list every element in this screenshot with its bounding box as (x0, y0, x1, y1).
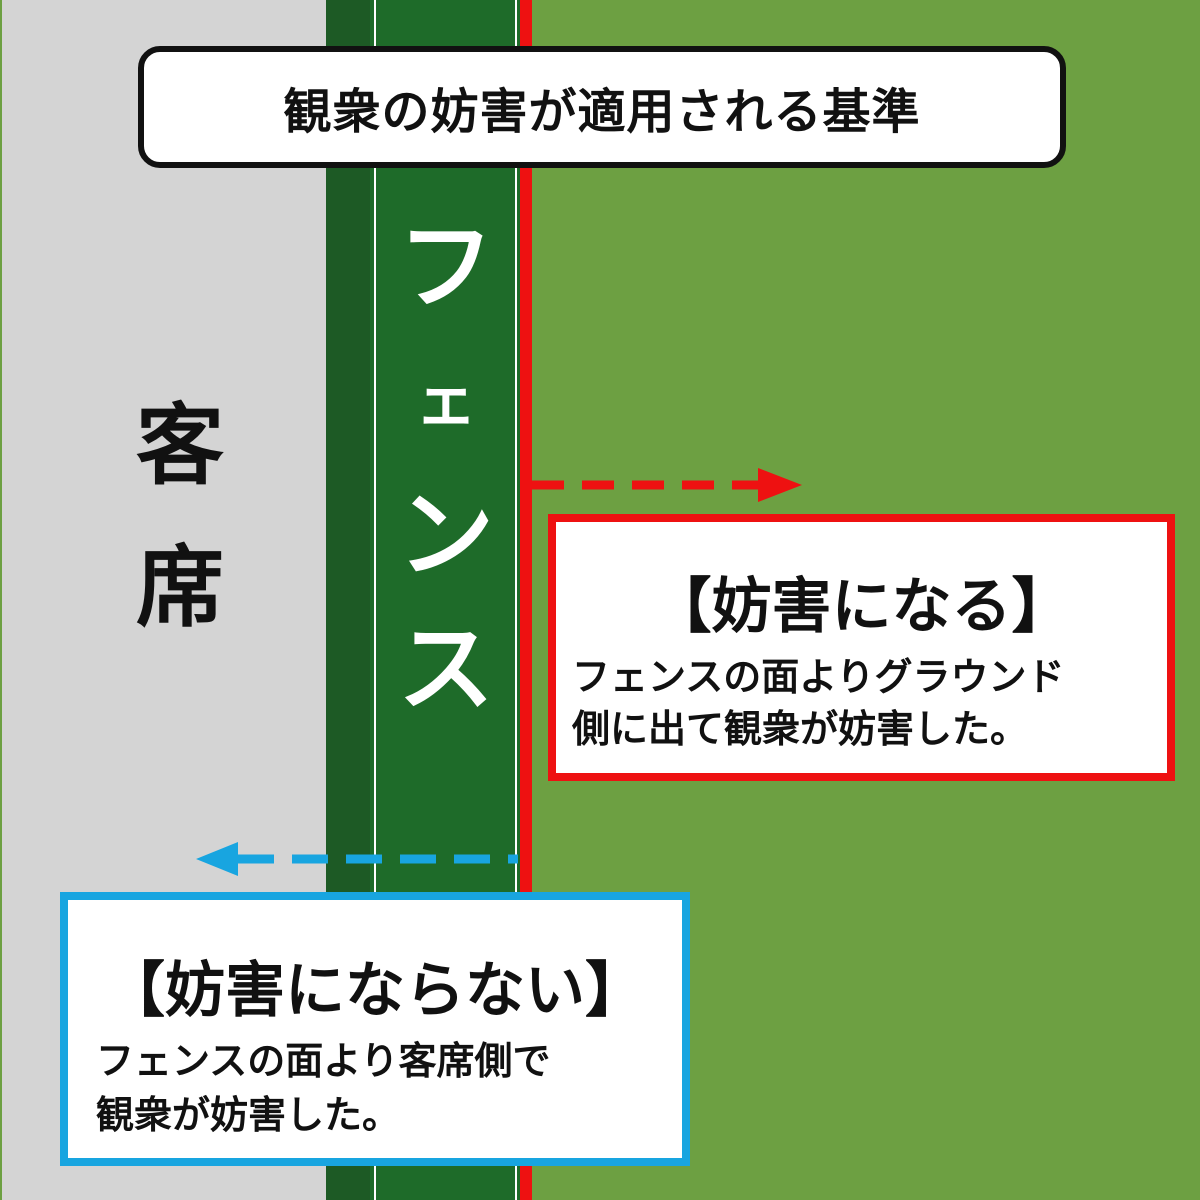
dashed-arrow-right-icon (532, 468, 802, 502)
title-box: 観衆の妨害が適用される基準 (138, 46, 1066, 168)
boundary-white-line (515, 0, 517, 1200)
fence-label-char: ス (398, 613, 494, 725)
fence-label-char: ン (398, 479, 494, 591)
fence-label: フ ェ ン ス (370, 200, 522, 736)
stands-label-char: 席 (135, 536, 224, 639)
dashed-arrow-left-icon (196, 842, 518, 876)
fence-label-char: フ (398, 211, 494, 323)
stands-label-char: 客 (135, 394, 224, 497)
interference-box: 【妨害になる】 フェンスの面よりグラウンド 側に出て観衆が妨害した。 (548, 514, 1175, 781)
no-interference-heading: 【妨害にならない】 (105, 956, 645, 1026)
stands-label: 客 席 (100, 375, 260, 659)
page-title: 観衆の妨害が適用される基準 (283, 84, 921, 140)
no-interference-box: 【妨害にならない】 フェンスの面より客席側で 観衆が妨害した。 (60, 892, 690, 1166)
no-interference-line-1: フェンスの面より客席側で (96, 1039, 551, 1083)
interference-line-1: フェンスの面よりグラウンド (572, 655, 1065, 699)
stands-edge (0, 0, 2, 1200)
interference-heading: 【妨害になる】 (651, 572, 1072, 642)
fence-white-line (374, 0, 376, 1200)
interference-line-2: 側に出て観衆が妨害した。 (572, 707, 1029, 751)
fence-label-char: ェ (414, 364, 477, 437)
no-interference-line-2: 観衆が妨害した。 (96, 1093, 401, 1137)
